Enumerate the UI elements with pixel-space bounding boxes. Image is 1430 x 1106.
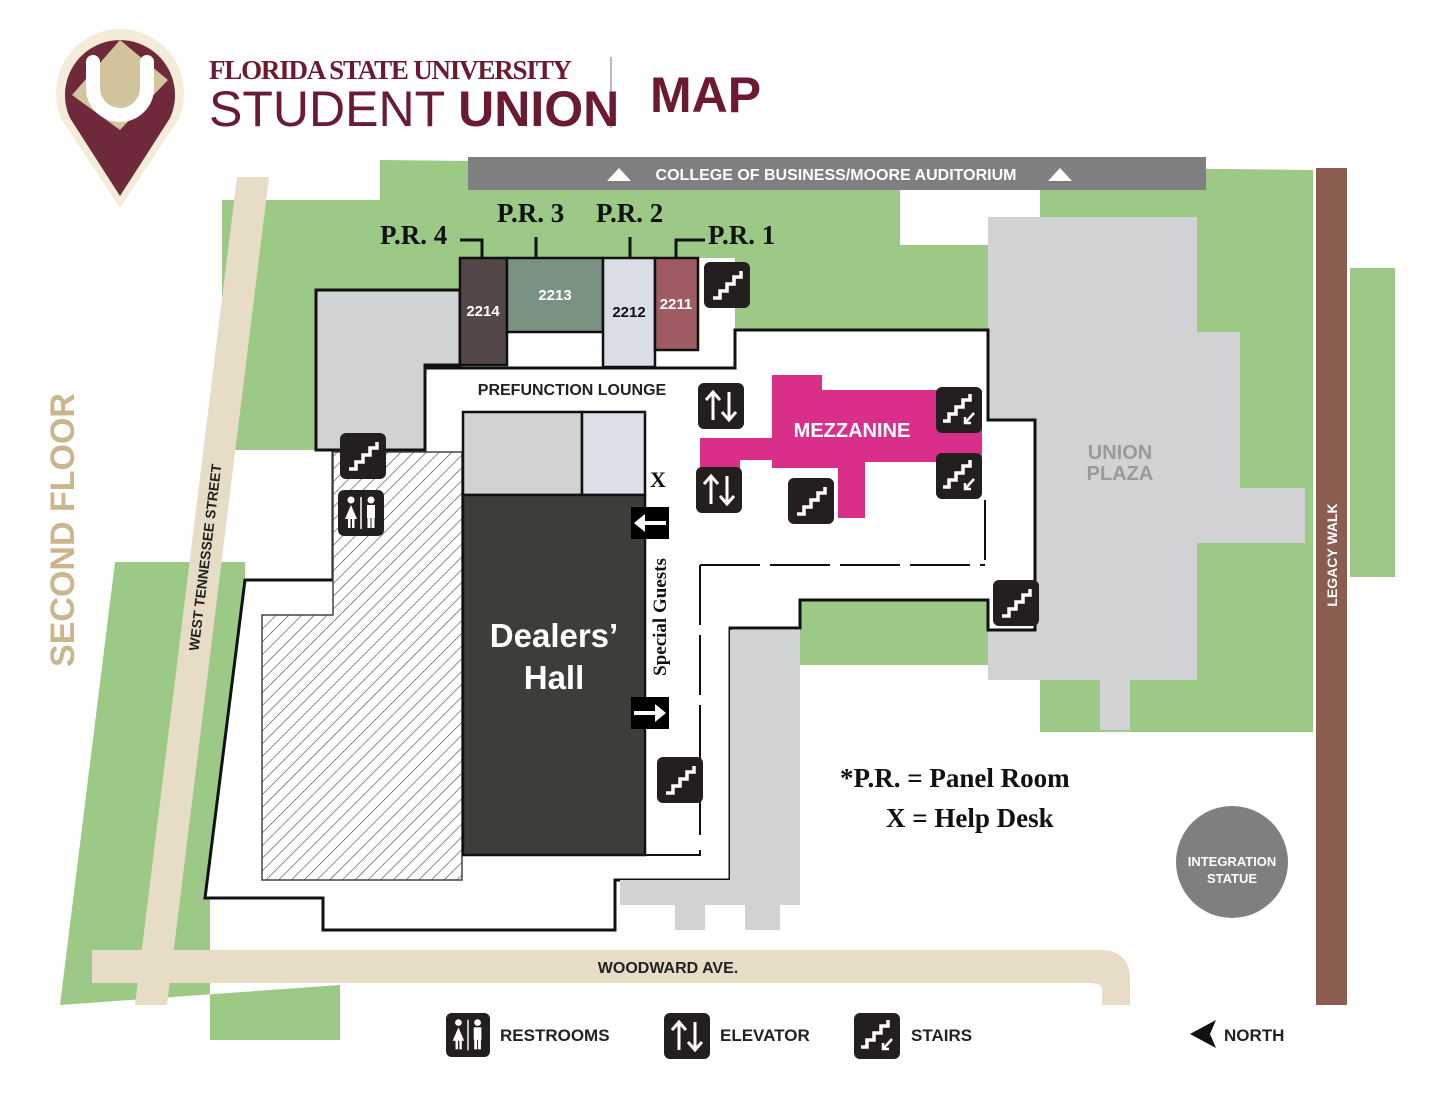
room-2212[interactable]	[601, 256, 657, 369]
integration-statue	[1176, 806, 1288, 918]
mezzanine[interactable]	[700, 375, 982, 518]
service-area-tab	[675, 905, 705, 930]
legacy-walk-label: LEGACY WALK	[1324, 503, 1340, 606]
dealers-hall[interactable]	[461, 493, 647, 857]
woodward-ave	[92, 950, 1130, 1005]
legend-restrooms: RESTROOMS	[500, 1026, 610, 1045]
union-plaza	[988, 217, 1305, 730]
elevator-icon	[696, 467, 742, 513]
svg-text:P.R. 3: P.R. 3	[497, 198, 564, 228]
stairs-icon	[788, 478, 834, 524]
panel-room-labels: P.R. 4 P.R. 3 P.R. 2 P.R. 1	[380, 198, 775, 250]
stairs-down-icon	[936, 387, 982, 433]
university-name: FLORIDA STATE UNIVERSITY	[209, 55, 572, 85]
stairs-icon	[340, 433, 386, 479]
service-area-bottom	[620, 880, 730, 905]
legend-elevator: ELEVATOR	[720, 1026, 810, 1045]
key-panel-room: *P.R. = Panel Room	[840, 763, 1070, 793]
restroom-icon	[338, 490, 384, 536]
service-area-tab	[745, 905, 780, 930]
north-arrow-icon	[1190, 1020, 1216, 1048]
stairs-icon	[704, 262, 750, 308]
west-tennessee-street	[135, 177, 269, 1005]
svg-text:P.R. 2: P.R. 2	[596, 198, 663, 228]
svg-text:2212: 2212	[612, 304, 645, 321]
key-help-desk: X = Help Desk	[886, 803, 1054, 833]
student-union-logo	[55, 28, 185, 208]
svg-text:P.R. 4: P.R. 4	[380, 220, 447, 250]
elevator-icon	[698, 383, 744, 429]
union-plaza-label-2: PLAZA	[1087, 463, 1154, 485]
arrow-left-icon	[631, 507, 669, 539]
elevator-icon	[664, 1013, 710, 1059]
legend: RESTROOMS ELEVATOR STAIRS NORTH	[446, 1013, 1284, 1059]
svg-text:2211: 2211	[660, 296, 693, 313]
brand-name: STUDENT UNION	[209, 81, 619, 137]
college-of-business-bar	[468, 157, 1206, 190]
up-arrow-icon	[607, 168, 631, 181]
office-room	[580, 410, 647, 497]
room-2211[interactable]	[653, 256, 700, 352]
legend-north: NORTH	[1224, 1026, 1284, 1045]
page-title: MAP	[650, 67, 761, 123]
up-arrow-icon	[1048, 168, 1072, 181]
legacy-walk	[1316, 168, 1347, 1005]
statue-label-2: STATUE	[1207, 871, 1257, 886]
svg-text:COLLEGE OF BUSINESS/MOORE AUDI: COLLEGE OF BUSINESS/MOORE AUDITORIUM	[656, 167, 1017, 184]
room-numbers: 2214 2213 2212 2211	[466, 287, 692, 321]
stairs-icon	[993, 580, 1039, 626]
dealers-hall-label-1: Dealers’	[490, 617, 618, 654]
floor-label: SECOND FLOOR	[44, 393, 82, 667]
storage-room	[461, 410, 584, 497]
arrow-right-icon	[631, 697, 669, 729]
svg-text:2214: 2214	[466, 303, 500, 320]
woodward-label: WOODWARD AVE.	[598, 960, 738, 977]
help-desk-marker: X	[650, 467, 666, 492]
special-guests-label: Special Guests	[650, 558, 671, 676]
stairs-down-icon	[936, 453, 982, 499]
mezzanine-label: MEZZANINE	[794, 420, 911, 442]
stairs-icon	[657, 757, 703, 803]
panel-room-leaders	[460, 237, 705, 258]
prefunction-lounge-label: PREFUNCTION LOUNGE	[478, 382, 667, 399]
legend-stairs: STAIRS	[911, 1026, 972, 1045]
restroom-icon	[446, 1013, 490, 1057]
dealers-hall-label-2: Hall	[524, 659, 585, 696]
stairs-icon	[854, 1013, 900, 1059]
union-plaza-label-1: UNION	[1088, 442, 1152, 464]
svg-text:P.R. 1: P.R. 1	[708, 220, 775, 250]
college-bar-label: COLLEGE OF BUSINESS/MOORE AUDITORIUM	[607, 167, 1072, 184]
panel-rooms	[458, 256, 700, 369]
svg-text:2213: 2213	[538, 287, 571, 304]
service-area	[730, 630, 800, 905]
statue-label-1: INTEGRATION	[1188, 854, 1277, 869]
